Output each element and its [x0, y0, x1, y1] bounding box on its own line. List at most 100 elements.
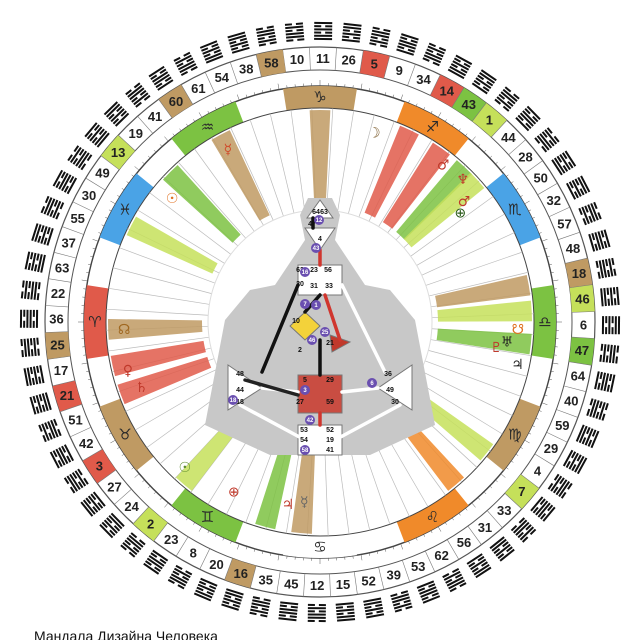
gate-number: 25 [50, 337, 64, 352]
planet-icon: ♅ [501, 335, 514, 351]
hexagram-icon [551, 151, 576, 176]
leo-icon: ♌ [426, 508, 439, 526]
gate-number: 17 [54, 363, 68, 378]
planet-icon: ☉ [166, 191, 179, 207]
gate-number: 14 [440, 83, 455, 98]
hexagram-icon [336, 602, 356, 622]
bodygraph-gate-number: 30 [391, 399, 399, 406]
hexagram-icon [168, 565, 192, 589]
gate-number: 29 [544, 441, 558, 456]
gate-number: 44 [501, 130, 516, 145]
gate-number: 38 [239, 62, 253, 77]
caption: Мандала Дизайна Человека [34, 628, 594, 640]
hexagram-icon [511, 517, 536, 542]
hexagram-icon [600, 287, 620, 307]
activated-gate-number: 46 [309, 338, 316, 344]
hexagram-icon [422, 43, 446, 67]
gate-number: 34 [416, 72, 431, 87]
gate-number: 63 [55, 260, 69, 275]
gate-number: 8 [190, 546, 197, 561]
bodygraph-gate-number: 48 [236, 371, 244, 378]
libra-icon: ♎ [538, 313, 551, 331]
hexagram-icon [576, 424, 600, 448]
hexagram-icon [314, 22, 332, 40]
hexagram-icon [278, 601, 298, 621]
gate-number: 24 [124, 499, 139, 514]
bodygraph-gate-number: 56 [324, 267, 332, 274]
gate-number: 35 [259, 572, 273, 587]
scorpio-icon: ♏ [508, 201, 522, 219]
hexagram-icon [38, 419, 61, 442]
cancer-icon: ♋ [313, 538, 326, 556]
hexagram-icon [53, 170, 77, 194]
gate-number: 52 [361, 573, 375, 588]
hexagram-icon [472, 69, 497, 94]
hexagram-icon [588, 229, 610, 251]
gate-number: 54 [215, 70, 230, 85]
hexagram-icon [530, 496, 555, 521]
hexagram-icon [200, 40, 223, 63]
hexagram-icon [99, 513, 124, 538]
virgo-icon: ♍ [508, 426, 521, 444]
planet-icon: ♆ [457, 172, 470, 188]
hexagram-icon [227, 31, 249, 53]
taurus-icon: ♉ [118, 426, 131, 444]
hexagram-icon [342, 23, 362, 43]
gate-number: 50 [533, 171, 547, 186]
hexagram-icon [308, 604, 326, 622]
gate-number: 60 [169, 94, 183, 109]
bodygraph-gate-number: 29 [326, 377, 334, 384]
planet-icon: ☊ [118, 322, 130, 338]
gate-number: 49 [95, 166, 109, 181]
gate-number: 12 [310, 578, 324, 593]
hexagram-icon [173, 52, 197, 76]
hexagram-icon [566, 175, 590, 199]
hexagram-icon [515, 106, 540, 131]
hexagram-icon [120, 532, 145, 557]
gate-number: 3 [96, 458, 103, 473]
hexagram-icon [50, 444, 74, 468]
planet-icon: ⊕ [454, 205, 466, 221]
hexagram-icon [396, 33, 419, 56]
hexagram-icon [586, 398, 609, 421]
bodygraph-gate-number: 4 [318, 236, 322, 243]
planet-icon: ♀ [123, 363, 133, 379]
bodygraph-gate-number: 20 [296, 281, 304, 288]
bodygraph-gate-number: 27 [296, 399, 304, 406]
hexagram-icon [20, 338, 40, 358]
bodygraph-gate-number: 2 [298, 347, 302, 354]
gate-number: 37 [61, 235, 75, 250]
hexagram-icon [194, 578, 218, 602]
gate-number: 36 [49, 312, 63, 327]
gate-number: 15 [336, 577, 350, 592]
activated-gate-number: 18 [230, 398, 237, 404]
planet-icon: ♃ [282, 497, 295, 513]
gate-number: 20 [209, 557, 223, 572]
gate-number: 7 [518, 484, 525, 499]
gate-number: 13 [111, 145, 125, 160]
bodygraph-gate-number: 23 [310, 267, 318, 274]
hexagram-icon [599, 344, 619, 364]
gate-number: 62 [434, 548, 448, 563]
bodygraph-gate-number: 19 [326, 437, 334, 444]
gate-number: 55 [70, 211, 84, 226]
hexagram-icon [21, 280, 41, 300]
gate-number: 41 [148, 109, 162, 124]
gate-number: 11 [316, 51, 330, 66]
hexagram-icon [221, 588, 244, 611]
gemini-icon: ♊ [201, 508, 214, 526]
gate-number: 27 [107, 479, 121, 494]
hexagram-icon [149, 66, 174, 91]
gate-number: 23 [164, 532, 178, 547]
gate-number: 42 [79, 436, 93, 451]
gate-number: 16 [234, 566, 248, 581]
hexagram-icon [602, 316, 620, 334]
hexagram-icon [390, 590, 412, 612]
gate-number: 21 [60, 388, 74, 403]
gate-number: 2 [147, 516, 154, 531]
hexagram-icon [534, 127, 559, 152]
gate-number: 59 [555, 418, 569, 433]
bodygraph-gate-number: 64 [312, 209, 320, 216]
activated-gate-number: 58 [302, 448, 309, 454]
